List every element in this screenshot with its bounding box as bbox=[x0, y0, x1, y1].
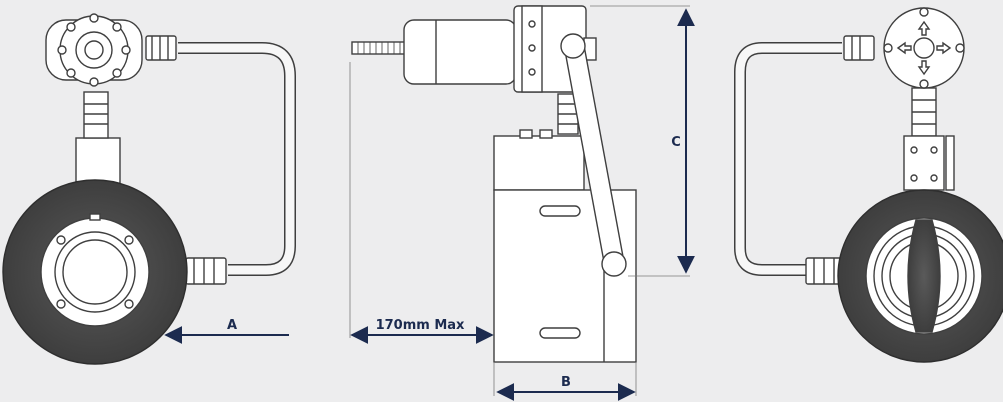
threaded-rod bbox=[351, 41, 407, 55]
dimension-b-label: B bbox=[561, 375, 571, 390]
orifice-plate bbox=[907, 219, 941, 333]
lower-fitting bbox=[185, 257, 227, 285]
dimension-c-label: C bbox=[671, 135, 681, 150]
dimension-lines bbox=[164, 8, 695, 401]
extension-lines bbox=[349, 5, 690, 396]
rear-view bbox=[734, 7, 1003, 363]
dimension-a-label: A bbox=[227, 318, 237, 333]
impulse-pipe bbox=[178, 42, 296, 276]
actuator-cylinder bbox=[403, 19, 517, 85]
dimension-max-label: 170mm Max bbox=[376, 318, 465, 333]
flange-block bbox=[493, 135, 585, 191]
side-view bbox=[351, 5, 637, 363]
front-view bbox=[2, 13, 296, 365]
upper-fitting bbox=[145, 35, 177, 61]
